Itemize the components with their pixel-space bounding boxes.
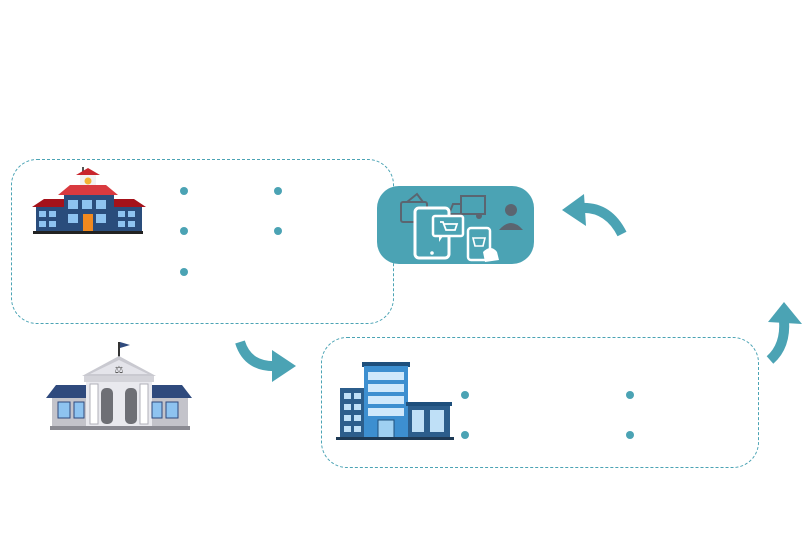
office-panel <box>321 337 759 468</box>
curved-arrow-icon <box>766 302 802 364</box>
school-bullet <box>180 227 188 235</box>
school-bullet <box>180 187 188 195</box>
office-bullet <box>461 431 469 439</box>
courthouse-icon: ⚖ <box>46 342 192 430</box>
school-building-icon <box>32 167 146 234</box>
school-bullet <box>274 187 282 195</box>
curved-arrow-icon <box>562 194 627 237</box>
office-building-icon <box>336 362 454 440</box>
office-bullet <box>461 391 469 399</box>
school-bullet <box>180 268 188 276</box>
ecommerce-devices-icon <box>400 192 523 262</box>
office-bullet <box>626 391 634 399</box>
office-bullet <box>626 431 634 439</box>
curved-arrow-icon <box>235 340 296 382</box>
svg-text:⚖: ⚖ <box>115 365 124 376</box>
ecommerce-hub <box>377 186 534 264</box>
school-bullet <box>274 227 282 235</box>
